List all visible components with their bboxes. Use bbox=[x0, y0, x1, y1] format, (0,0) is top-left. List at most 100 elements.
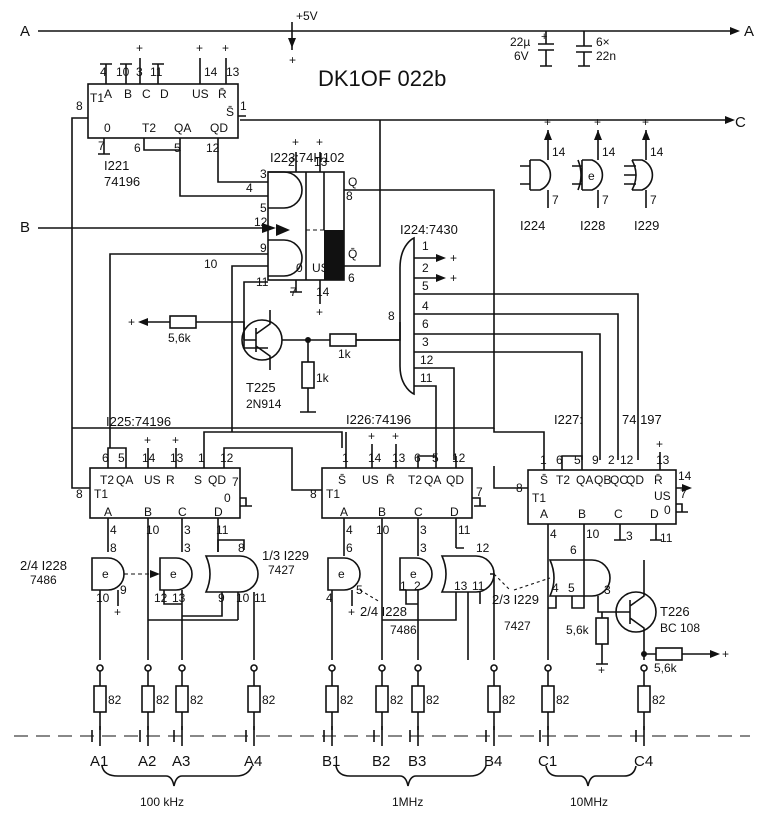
svg-text:+: + bbox=[196, 41, 203, 55]
svg-text:2: 2 bbox=[414, 579, 421, 593]
svg-text:BC 108: BC 108 bbox=[660, 621, 700, 635]
resistor-82 bbox=[141, 685, 155, 713]
svg-text:B: B bbox=[20, 219, 30, 236]
svg-text:1k: 1k bbox=[338, 347, 352, 361]
svg-text:7427: 7427 bbox=[504, 619, 531, 633]
svg-text:US: US bbox=[144, 473, 161, 487]
switch-contact bbox=[635, 726, 645, 746]
svg-text:T1: T1 bbox=[326, 487, 340, 501]
svg-text:QD: QD bbox=[626, 473, 644, 487]
svg-text:5,6k: 5,6k bbox=[654, 661, 678, 675]
svg-text:6V: 6V bbox=[514, 49, 529, 63]
svg-text:12: 12 bbox=[220, 451, 234, 465]
svg-text:1MHz: 1MHz bbox=[392, 795, 423, 809]
switch-label: B1 bbox=[322, 753, 340, 770]
svg-text:T2: T2 bbox=[408, 473, 422, 487]
svg-text:6: 6 bbox=[346, 541, 353, 555]
ic-i221: T1 0 T2 QA QD S̄ A B C D US R̄ 4 10 3 11… bbox=[71, 41, 268, 489]
svg-text:74196: 74196 bbox=[104, 174, 140, 189]
svg-text:13: 13 bbox=[172, 591, 186, 605]
svg-text:A: A bbox=[744, 23, 754, 40]
svg-text:+: + bbox=[450, 271, 457, 285]
switch-label: A3 bbox=[172, 753, 190, 770]
svg-text:I224:7430: I224:7430 bbox=[400, 222, 458, 237]
svg-text:R: R bbox=[166, 473, 175, 487]
resistor-82 bbox=[175, 685, 189, 713]
svg-text:A: A bbox=[340, 505, 348, 519]
switch-node bbox=[328, 664, 336, 672]
svg-text:A: A bbox=[104, 505, 112, 519]
svg-text:US: US bbox=[362, 473, 379, 487]
switch-contact bbox=[323, 726, 333, 746]
svg-text:12: 12 bbox=[452, 451, 466, 465]
svg-text:+5V: +5V bbox=[296, 9, 318, 23]
svg-text:Q̄: Q̄ bbox=[348, 247, 357, 261]
switch-label: B3 bbox=[408, 753, 426, 770]
resistor-82 bbox=[411, 685, 425, 713]
svg-text:10: 10 bbox=[96, 591, 110, 605]
svg-text:10: 10 bbox=[116, 65, 130, 79]
svg-text:US: US bbox=[312, 261, 329, 275]
svg-text:6: 6 bbox=[556, 453, 563, 467]
svg-text:2N914: 2N914 bbox=[246, 397, 282, 411]
resistor-82 bbox=[325, 685, 339, 713]
rail-c: C bbox=[240, 114, 746, 131]
svg-text:8: 8 bbox=[110, 541, 117, 555]
svg-text:14: 14 bbox=[142, 451, 156, 465]
svg-text:S: S bbox=[194, 473, 202, 487]
svg-text:C: C bbox=[142, 87, 151, 101]
svg-text:14: 14 bbox=[316, 285, 330, 299]
svg-text:7: 7 bbox=[98, 139, 105, 153]
svg-text:22n: 22n bbox=[596, 49, 616, 63]
svg-text:+: + bbox=[392, 429, 399, 443]
svg-text:A: A bbox=[540, 507, 548, 521]
svg-text:+: + bbox=[316, 305, 323, 319]
svg-text:5: 5 bbox=[174, 141, 181, 155]
svg-text:e: e bbox=[102, 567, 109, 581]
svg-text:+: + bbox=[292, 135, 299, 149]
svg-text:QA: QA bbox=[174, 121, 191, 135]
svg-text:R̄: R̄ bbox=[218, 87, 227, 101]
svg-text:I221: I221 bbox=[104, 158, 129, 173]
svg-text:A: A bbox=[20, 23, 30, 40]
switch-contact bbox=[91, 726, 101, 746]
gates-10mhz: 6 4 5 3 T226 BC 108 5,6k + + 5,6k bbox=[513, 543, 729, 677]
svg-text:7: 7 bbox=[232, 475, 239, 489]
svg-text:4: 4 bbox=[100, 65, 107, 79]
svg-text:T226: T226 bbox=[660, 604, 690, 619]
svg-text:2: 2 bbox=[422, 261, 429, 275]
resistor-value: 82 bbox=[190, 693, 204, 707]
svg-text:11: 11 bbox=[660, 531, 673, 545]
switch-contact bbox=[373, 726, 383, 746]
svg-text:B: B bbox=[144, 505, 152, 519]
svg-text:2/3 I229: 2/3 I229 bbox=[492, 592, 539, 607]
svg-text:R̄: R̄ bbox=[386, 473, 395, 487]
svg-text:11: 11 bbox=[254, 591, 267, 605]
svg-text:12: 12 bbox=[254, 215, 268, 229]
switch-contact bbox=[245, 726, 255, 746]
svg-text:+: + bbox=[544, 115, 551, 129]
svg-text:+: + bbox=[316, 135, 323, 149]
svg-text:e: e bbox=[410, 567, 417, 581]
gates-100khz: e e 8 10 9 12 13 3 9 10 11 8 + 2/4 I228 … bbox=[20, 539, 309, 660]
svg-text:+: + bbox=[368, 429, 375, 443]
ic-i225: I225:74196 T1 T2 QA US R S QD 0 6 5 14 1… bbox=[76, 414, 343, 660]
svg-text:10MHz: 10MHz bbox=[570, 795, 608, 809]
svg-text:10: 10 bbox=[376, 523, 390, 537]
svg-text:+: + bbox=[128, 315, 135, 329]
svg-text:12: 12 bbox=[476, 541, 490, 555]
svg-text:5,6k: 5,6k bbox=[168, 331, 192, 345]
svg-text:1: 1 bbox=[422, 239, 429, 253]
svg-text:D: D bbox=[160, 87, 169, 101]
svg-text:0: 0 bbox=[664, 503, 671, 517]
svg-text:e: e bbox=[338, 567, 345, 581]
svg-text:13: 13 bbox=[454, 579, 468, 593]
svg-text:6: 6 bbox=[102, 451, 109, 465]
svg-text:5: 5 bbox=[574, 453, 581, 467]
svg-text:+: + bbox=[289, 53, 296, 67]
svg-text:1/3 I229: 1/3 I229 bbox=[262, 548, 309, 563]
svg-text:+: + bbox=[722, 647, 729, 661]
resistor-value: 82 bbox=[652, 693, 666, 707]
svg-text:14: 14 bbox=[650, 145, 664, 159]
svg-text:e: e bbox=[170, 567, 177, 581]
